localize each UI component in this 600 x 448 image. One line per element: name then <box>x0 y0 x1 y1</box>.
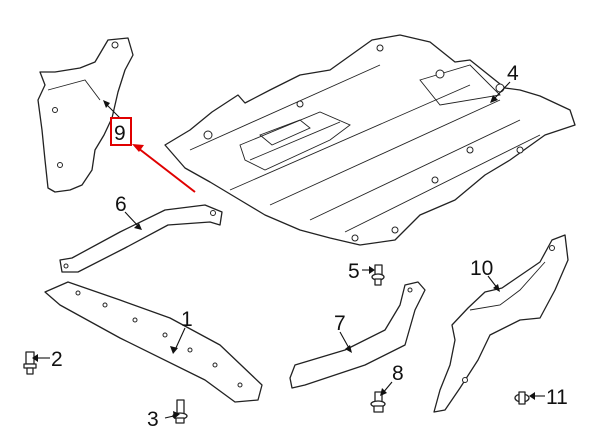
callout-1: 1 <box>181 308 193 331</box>
callout-5: 5 <box>348 260 360 283</box>
part-7-bracket <box>289 281 426 389</box>
fastener-3-bolt <box>172 399 188 424</box>
fastener-5-clip <box>371 264 385 286</box>
fastener-8-bolt <box>370 391 386 413</box>
part-1-lower-panel <box>44 281 263 403</box>
part-6-bracket <box>59 204 223 273</box>
part-9-splash-guard <box>37 37 134 193</box>
callout-11: 11 <box>546 386 568 409</box>
callout-4: 4 <box>507 62 519 85</box>
callout-labels: 1 2 3 4 5 6 7 8 9 10 11 <box>51 62 568 431</box>
callout-8: 8 <box>392 362 404 385</box>
callout-6: 6 <box>115 193 127 216</box>
callout-9: 9 <box>114 122 126 145</box>
fastener-11-bolt <box>514 391 530 405</box>
part-10-rear-guard <box>433 234 569 413</box>
leader-lines <box>32 81 545 419</box>
fastener-2-clip <box>23 351 37 375</box>
highlight-callout-9 <box>110 117 196 193</box>
callout-2: 2 <box>51 348 63 371</box>
callout-10: 10 <box>470 257 493 280</box>
callout-7: 7 <box>334 312 346 335</box>
callout-3: 3 <box>147 408 159 431</box>
